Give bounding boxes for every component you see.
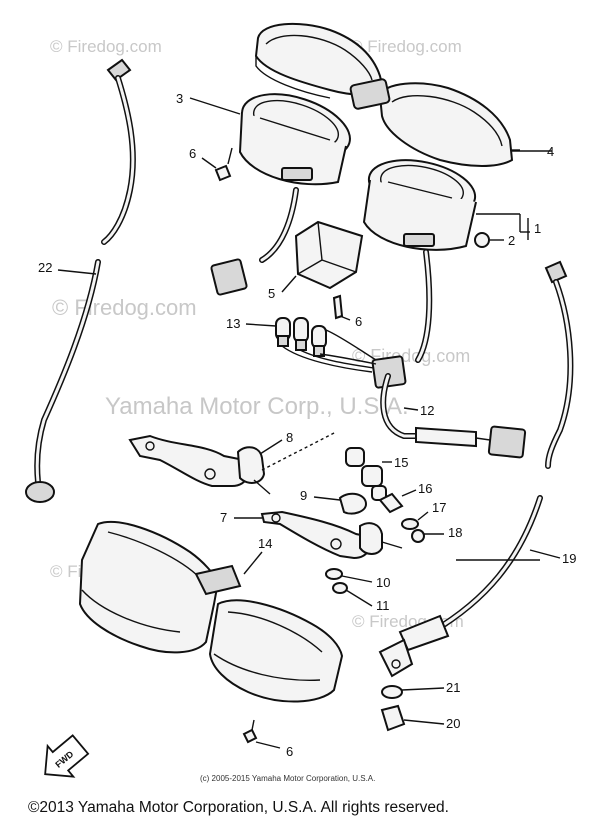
part-3-speedometer <box>189 93 351 186</box>
callout-7: 7 <box>220 510 227 525</box>
callout-15: 15 <box>394 455 408 470</box>
part-13-bulb-sockets <box>245 317 377 373</box>
leader-dashed-8 <box>261 431 337 471</box>
callout-16: 16 <box>418 481 432 496</box>
part-17-washer <box>401 511 429 530</box>
callout-10: 10 <box>376 575 390 590</box>
callout-12: 12 <box>420 403 434 418</box>
fwd-arrow-icon: FWD <box>44 734 90 778</box>
part-20-grommet <box>380 704 445 732</box>
callout-8: 8 <box>286 430 293 445</box>
part-14-lower-housing <box>78 520 344 703</box>
callout-1: 1 <box>534 221 541 236</box>
watermark-mid-left: © Firedog.com <box>52 295 197 320</box>
callout-3: 3 <box>176 91 183 106</box>
part-22-speedometer-cable <box>25 58 136 503</box>
callout-6b: 6 <box>355 314 362 329</box>
callout-11: 11 <box>376 598 390 613</box>
callout-17: 17 <box>432 500 446 515</box>
part-1-tachometer <box>362 159 530 251</box>
callout-22: 22 <box>38 260 52 275</box>
part-18-nut <box>411 529 444 543</box>
part-11-nut <box>332 582 373 607</box>
watermark-top-left: © Firedog.com <box>50 37 162 56</box>
part-4-meter-cover <box>254 22 552 167</box>
callout-6a: 6 <box>189 146 196 161</box>
footer-small-copyright: (c) 2005-2015 Yamaha Motor Corporation, … <box>200 774 375 783</box>
part-16-collar <box>378 489 417 514</box>
part-12-harness <box>380 373 527 459</box>
leader-lines <box>456 218 540 561</box>
part-21-washer <box>381 685 445 699</box>
part-2-nut <box>474 232 504 248</box>
callout-4: 4 <box>547 144 554 159</box>
callout-labels: 1 2 3 4 5 6 6 6 7 8 9 10 11 12 13 14 15 … <box>38 91 576 759</box>
part-8-upper-bracket <box>128 434 283 495</box>
watermark-center: Yamaha Motor Corp., U.S.A. <box>105 393 409 420</box>
part-15-grommets <box>345 447 392 501</box>
part-6-screws <box>201 147 351 749</box>
callout-5: 5 <box>268 286 275 301</box>
footer-main-copyright: ©2013 Yamaha Motor Corporation, U.S.A. A… <box>28 799 449 816</box>
callout-9: 9 <box>300 488 307 503</box>
part-10-washer <box>325 568 373 583</box>
callout-18: 18 <box>448 525 462 540</box>
part-5-box <box>281 220 364 293</box>
part-19-tachometer-cable <box>378 260 574 678</box>
watermark-top-right: © Firedog.com <box>350 37 462 56</box>
callout-13: 13 <box>226 316 240 331</box>
meter-wiring <box>210 187 433 389</box>
callout-6c: 6 <box>286 744 293 759</box>
part-7-lower-bracket <box>234 510 403 560</box>
callout-19: 19 <box>562 551 576 566</box>
part-9-damper <box>313 492 368 515</box>
callout-2: 2 <box>508 233 515 248</box>
callout-14: 14 <box>258 536 272 551</box>
callout-21: 21 <box>446 680 460 695</box>
callout-20: 20 <box>446 716 460 731</box>
